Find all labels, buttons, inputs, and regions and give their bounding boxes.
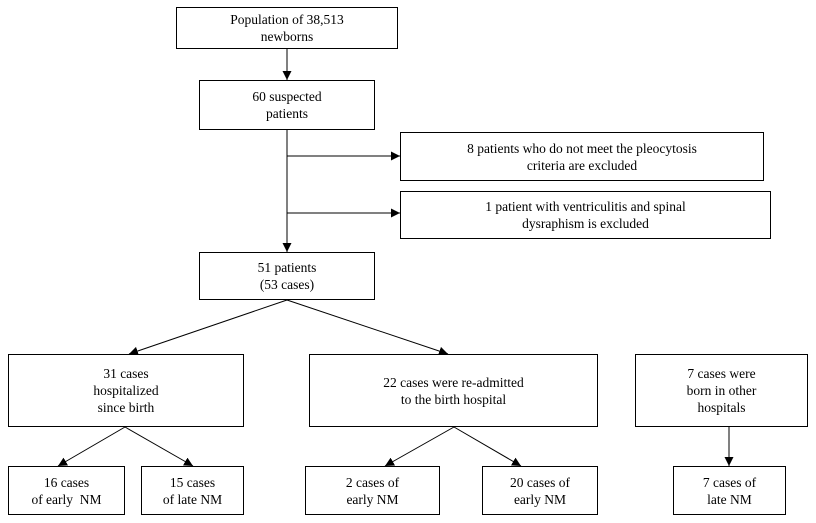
node-early2-line2: early NM [346,491,399,507]
node-early16-line2: of early NM [31,491,102,507]
node-population-line2: newborns [260,29,314,44]
node-other-hospitals-line1: 7 cases were [687,366,756,381]
node-late7-line2: late NM [707,491,752,507]
node-readmitted-line1: 22 cases were re-admitted [383,374,524,390]
arrow-hospitalized-to-late15 [124,426,194,467]
node-51-patients: 51 patients (53 cases) [199,252,375,300]
arrow-readmitted-to-early2 [384,426,455,467]
node-population-line1: Population of 38,513 [230,12,344,27]
node-late7-line1: 7 cases of [702,474,757,490]
node-excluded-pleocytosis-line2: criteria are excluded [526,157,638,173]
node-excluded-pleocytosis: 8 patients who do not meet the pleocytos… [400,132,764,181]
node-late15-line1: 15 cases [169,474,216,490]
node-population: Population of 38,513 newborns [176,7,398,49]
node-excluded-ventriculitis-line2: dysraphism is excluded [522,216,649,231]
arrow-51-to-readmitted [286,299,449,356]
node-readmitted-line2: to the birth hospital [400,391,507,407]
node-early20-line1: 20 cases of [510,474,570,490]
node-hospitalized-line2: hospitalized [93,383,159,398]
node-early16-line1: 16 cases [43,474,90,490]
node-suspected: 60 suspected patients [199,80,375,130]
arrow-hospitalized-to-early16 [57,426,126,467]
node-suspected-line2: patients [265,106,308,121]
node-excluded-ventriculitis-line1: 1 patient with ventriculitis and spinal [485,199,686,214]
node-early2-line1: 2 cases of [345,474,400,490]
node-hospitalized: 31 cases hospitalized since birth [8,354,244,427]
node-excluded-ventriculitis: 1 patient with ventriculitis and spinal d… [400,191,771,239]
node-other-hospitals-line3: hospitals [697,400,746,415]
node-late15-line2: of late NM [162,491,223,507]
node-excluded-pleocytosis-line1: 8 patients who do not meet the pleocytos… [467,140,697,156]
arrow-readmitted-to-early20 [453,426,522,467]
node-other-hospitals-line2: born in other [686,383,757,398]
node-other-hospitals: 7 cases were born in other hospitals [635,354,808,427]
node-51-patients-line1: 51 patients [257,260,317,275]
node-hospitalized-line3: since birth [97,400,155,415]
node-51-patients-line2: (53 cases) [259,277,315,292]
node-early20-line2: early NM [513,491,567,507]
arrow-51-to-hospitalized [128,299,288,356]
node-hospitalized-line1: 31 cases [103,366,149,381]
node-suspected-line1: 60 suspected [252,89,322,104]
